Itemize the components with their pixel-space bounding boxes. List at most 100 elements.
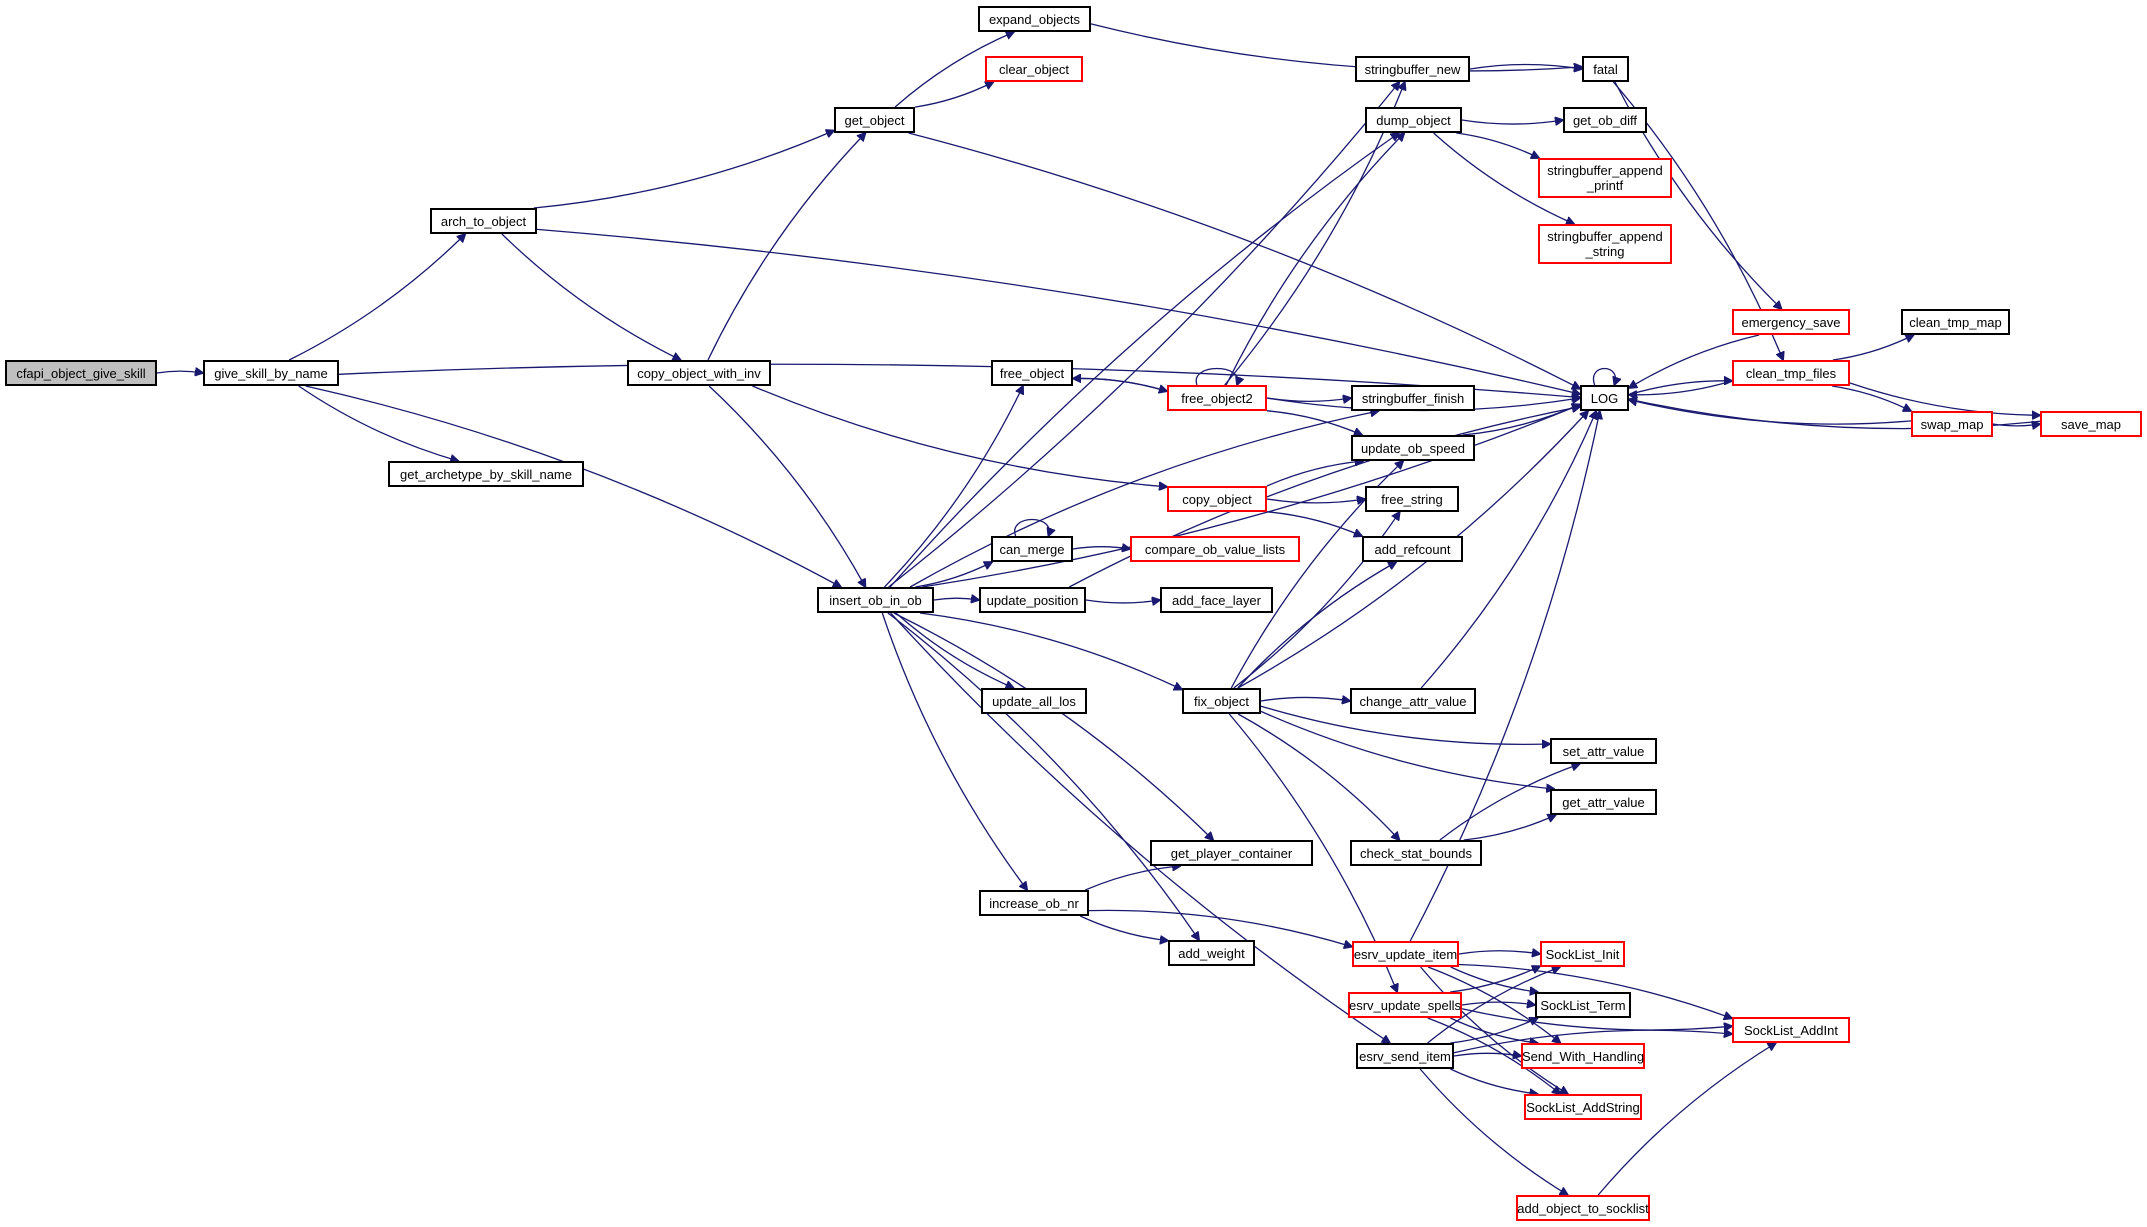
- node-esrv-update-item[interactable]: esrv_update_item: [1352, 941, 1459, 967]
- node-arch-to-object[interactable]: arch_to_object: [430, 208, 537, 234]
- node-log[interactable]: LOG: [1580, 385, 1629, 411]
- node-expand-objects[interactable]: expand_objects: [978, 6, 1091, 32]
- edge-increase_ob_nr-to-add_weight: [1079, 915, 1168, 941]
- edge-esrv_update_item-to-SockList_Init: [1458, 951, 1540, 954]
- node-stringbuffer-finish[interactable]: stringbuffer_finish: [1351, 385, 1475, 411]
- node-update-ob-speed[interactable]: update_ob_speed: [1351, 435, 1475, 461]
- node-get-attr-value[interactable]: get_attr_value: [1550, 789, 1657, 815]
- node-get-player-container[interactable]: get_player_container: [1150, 840, 1313, 866]
- edge-clean_tmp_files-to-clean_tmp_map: [1832, 335, 1914, 361]
- edge-insert_ob_in_ob-to-free_object: [884, 386, 1024, 588]
- edge-LOG-to-LOG: [1592, 367, 1616, 386]
- node-socklist-term[interactable]: SockList_Term: [1535, 992, 1631, 1018]
- edge-esrv_send_item-to-Send_With_Handling: [1453, 1053, 1521, 1056]
- edge-copy_object-to-add_refcount: [1266, 511, 1362, 536]
- node-copy-object-with-inv[interactable]: copy_object_with_inv: [627, 360, 771, 386]
- node-compare-ob-value-lists[interactable]: compare_ob_value_lists: [1130, 536, 1300, 562]
- node-save-map[interactable]: save_map: [2040, 411, 2142, 437]
- node-swap-map[interactable]: swap_map: [1911, 411, 1993, 437]
- edge-swap_map-to-LOG: [1629, 400, 1912, 425]
- node-get-ob-diff[interactable]: get_ob_diff: [1563, 107, 1647, 133]
- node-can-merge[interactable]: can_merge: [991, 536, 1073, 562]
- edge-give_skill_by_name-to-arch_to_object: [288, 234, 465, 361]
- node-give-skill-by-name[interactable]: give_skill_by_name: [203, 360, 339, 386]
- edge-copy_object-to-update_ob_speed: [1266, 461, 1363, 487]
- node-free-object[interactable]: free_object: [991, 360, 1073, 386]
- node-esrv-send-item[interactable]: esrv_send_item: [1356, 1043, 1454, 1069]
- edge-get_object-to-expand_objects: [894, 32, 1014, 108]
- node-fix-object[interactable]: fix_object: [1182, 688, 1261, 714]
- edge-give_skill_by_name-to-LOG: [338, 363, 1580, 397]
- node-set-attr-value[interactable]: set_attr_value: [1550, 738, 1657, 764]
- node-cfapi-object-give-skill[interactable]: cfapi_object_give_skill: [5, 360, 157, 386]
- edge-fix_object-to-check_stat_bounds: [1237, 713, 1399, 840]
- edge-fix_object-to-LOG: [1237, 411, 1588, 689]
- node-emergency-save[interactable]: emergency_save: [1732, 309, 1850, 335]
- edge-check_stat_bounds-to-set_attr_value: [1439, 764, 1580, 841]
- edge-insert_ob_in_ob-to-can_merge: [915, 562, 992, 588]
- edge-esrv_update_spells-to-SockList_AddString: [1427, 1017, 1561, 1094]
- edge-esrv_update_item-to-SockList_Term: [1450, 966, 1538, 992]
- edge-esrv_update_spells-to-SockList_AddInt: [1461, 1008, 1732, 1030]
- node-update-position[interactable]: update_position: [979, 587, 1086, 613]
- edge-can_merge-to-compare_ob_value_lists: [1072, 547, 1130, 549]
- node-add-object-to-socklist[interactable]: add_object_to_socklist: [1516, 1195, 1650, 1221]
- node-socklist-addint[interactable]: SockList_AddInt: [1732, 1017, 1850, 1043]
- edge-fix_object-to-add_refcount: [1237, 562, 1396, 689]
- node-dump-object[interactable]: dump_object: [1365, 107, 1462, 133]
- edge-insert_ob_in_ob-to-update_all_los: [895, 612, 1014, 688]
- edge-clean_tmp_files-to-swap_map: [1831, 385, 1911, 411]
- node-add-weight[interactable]: add_weight: [1168, 940, 1255, 966]
- edge-esrv_send_item-to-SockList_AddInt: [1453, 1030, 1732, 1054]
- edge-esrv_update_spells-to-SockList_Init: [1450, 966, 1540, 993]
- node-copy-object[interactable]: copy_object: [1167, 486, 1267, 512]
- edge-esrv_update_item-to-SockList_AddInt: [1458, 963, 1732, 1019]
- node-clean-tmp-map[interactable]: clean_tmp_map: [1901, 309, 2010, 335]
- edge-insert_ob_in_ob-to-get_player_container: [893, 612, 1213, 840]
- edge-esrv_update_item-to-LOG: [1409, 411, 1600, 942]
- node-esrv-update-spells[interactable]: esrv_update_spells: [1348, 992, 1462, 1018]
- node-stringbuffer-new[interactable]: stringbuffer_new: [1355, 56, 1470, 82]
- node-get-archetype-by-skill-name[interactable]: get_archetype_by_skill_name: [388, 461, 584, 487]
- node-get-object[interactable]: get_object: [834, 107, 915, 133]
- edge-copy_object-to-free_string: [1266, 499, 1365, 503]
- edge-change_attr_value-to-LOG: [1420, 411, 1596, 689]
- edge-fix_object-to-set_attr_value: [1260, 705, 1550, 744]
- node-increase-ob-nr[interactable]: increase_ob_nr: [979, 890, 1089, 916]
- edge-insert_ob_in_ob-to-increase_ob_nr: [881, 612, 1027, 890]
- edge-update_ob_speed-to-LOG: [1462, 404, 1580, 436]
- edge-can_merge-to-can_merge: [1014, 518, 1050, 537]
- node-check-stat-bounds[interactable]: check_stat_bounds: [1350, 840, 1482, 866]
- edge-free_object2-to-dump_object: [1225, 133, 1404, 386]
- edge-arch_to_object-to-copy_object_with_inv: [501, 233, 681, 360]
- node-socklist-init[interactable]: SockList_Init: [1540, 941, 1625, 967]
- node-update-all-los[interactable]: update_all_los: [981, 688, 1087, 714]
- edge-copy_object_with_inv-to-get_object: [707, 133, 866, 361]
- node-clear-object[interactable]: clear_object: [985, 56, 1083, 82]
- node-send-with-handling[interactable]: Send_With_Handling: [1521, 1043, 1645, 1069]
- edge-clean_tmp_files-to-LOG: [1629, 380, 1733, 395]
- edge-esrv_update_item-to-SockList_AddString: [1420, 966, 1568, 1094]
- edge-expand_objects-to-fatal: [1090, 23, 1582, 71]
- node-clean-tmp-files[interactable]: clean_tmp_files: [1732, 360, 1850, 386]
- edge-dump_object-to-stringbuffer_append_string: [1433, 132, 1575, 224]
- node-free-string[interactable]: free_string: [1365, 486, 1459, 512]
- edge-stringbuffer_new-to-fatal: [1469, 65, 1582, 70]
- node-add-refcount[interactable]: add_refcount: [1362, 536, 1463, 562]
- edge-give_skill_by_name-to-get_archetype_by_skill_name: [298, 385, 459, 461]
- edge-insert_ob_in_ob-to-esrv_send_item: [890, 612, 1390, 1043]
- edge-insert_ob_in_ob-to-stringbuffer_new: [888, 82, 1400, 588]
- node-add-face-layer[interactable]: add_face_layer: [1160, 587, 1273, 613]
- node-insert-ob-in-ob[interactable]: insert_ob_in_ob: [817, 587, 934, 613]
- node-stringbuffer-append-string[interactable]: stringbuffer_append _string: [1538, 224, 1672, 264]
- node-stringbuffer-append-printf[interactable]: stringbuffer_append _printf: [1538, 158, 1672, 198]
- node-change-attr-value[interactable]: change_attr_value: [1350, 688, 1476, 714]
- edge-esrv_update_item-to-Send_With_Handling: [1427, 966, 1560, 1043]
- edge-get_object-to-clear_object: [914, 82, 993, 108]
- edge-free_object2-to-update_ob_speed: [1266, 410, 1362, 435]
- edge-clean_tmp_files-to-save_map: [1849, 382, 2040, 415]
- edge-fix_object-to-get_attr_value: [1260, 710, 1554, 789]
- node-fatal[interactable]: fatal: [1582, 56, 1629, 82]
- node-socklist-addstring[interactable]: SockList_AddString: [1524, 1094, 1642, 1120]
- node-free-object2[interactable]: free_object2: [1167, 385, 1267, 411]
